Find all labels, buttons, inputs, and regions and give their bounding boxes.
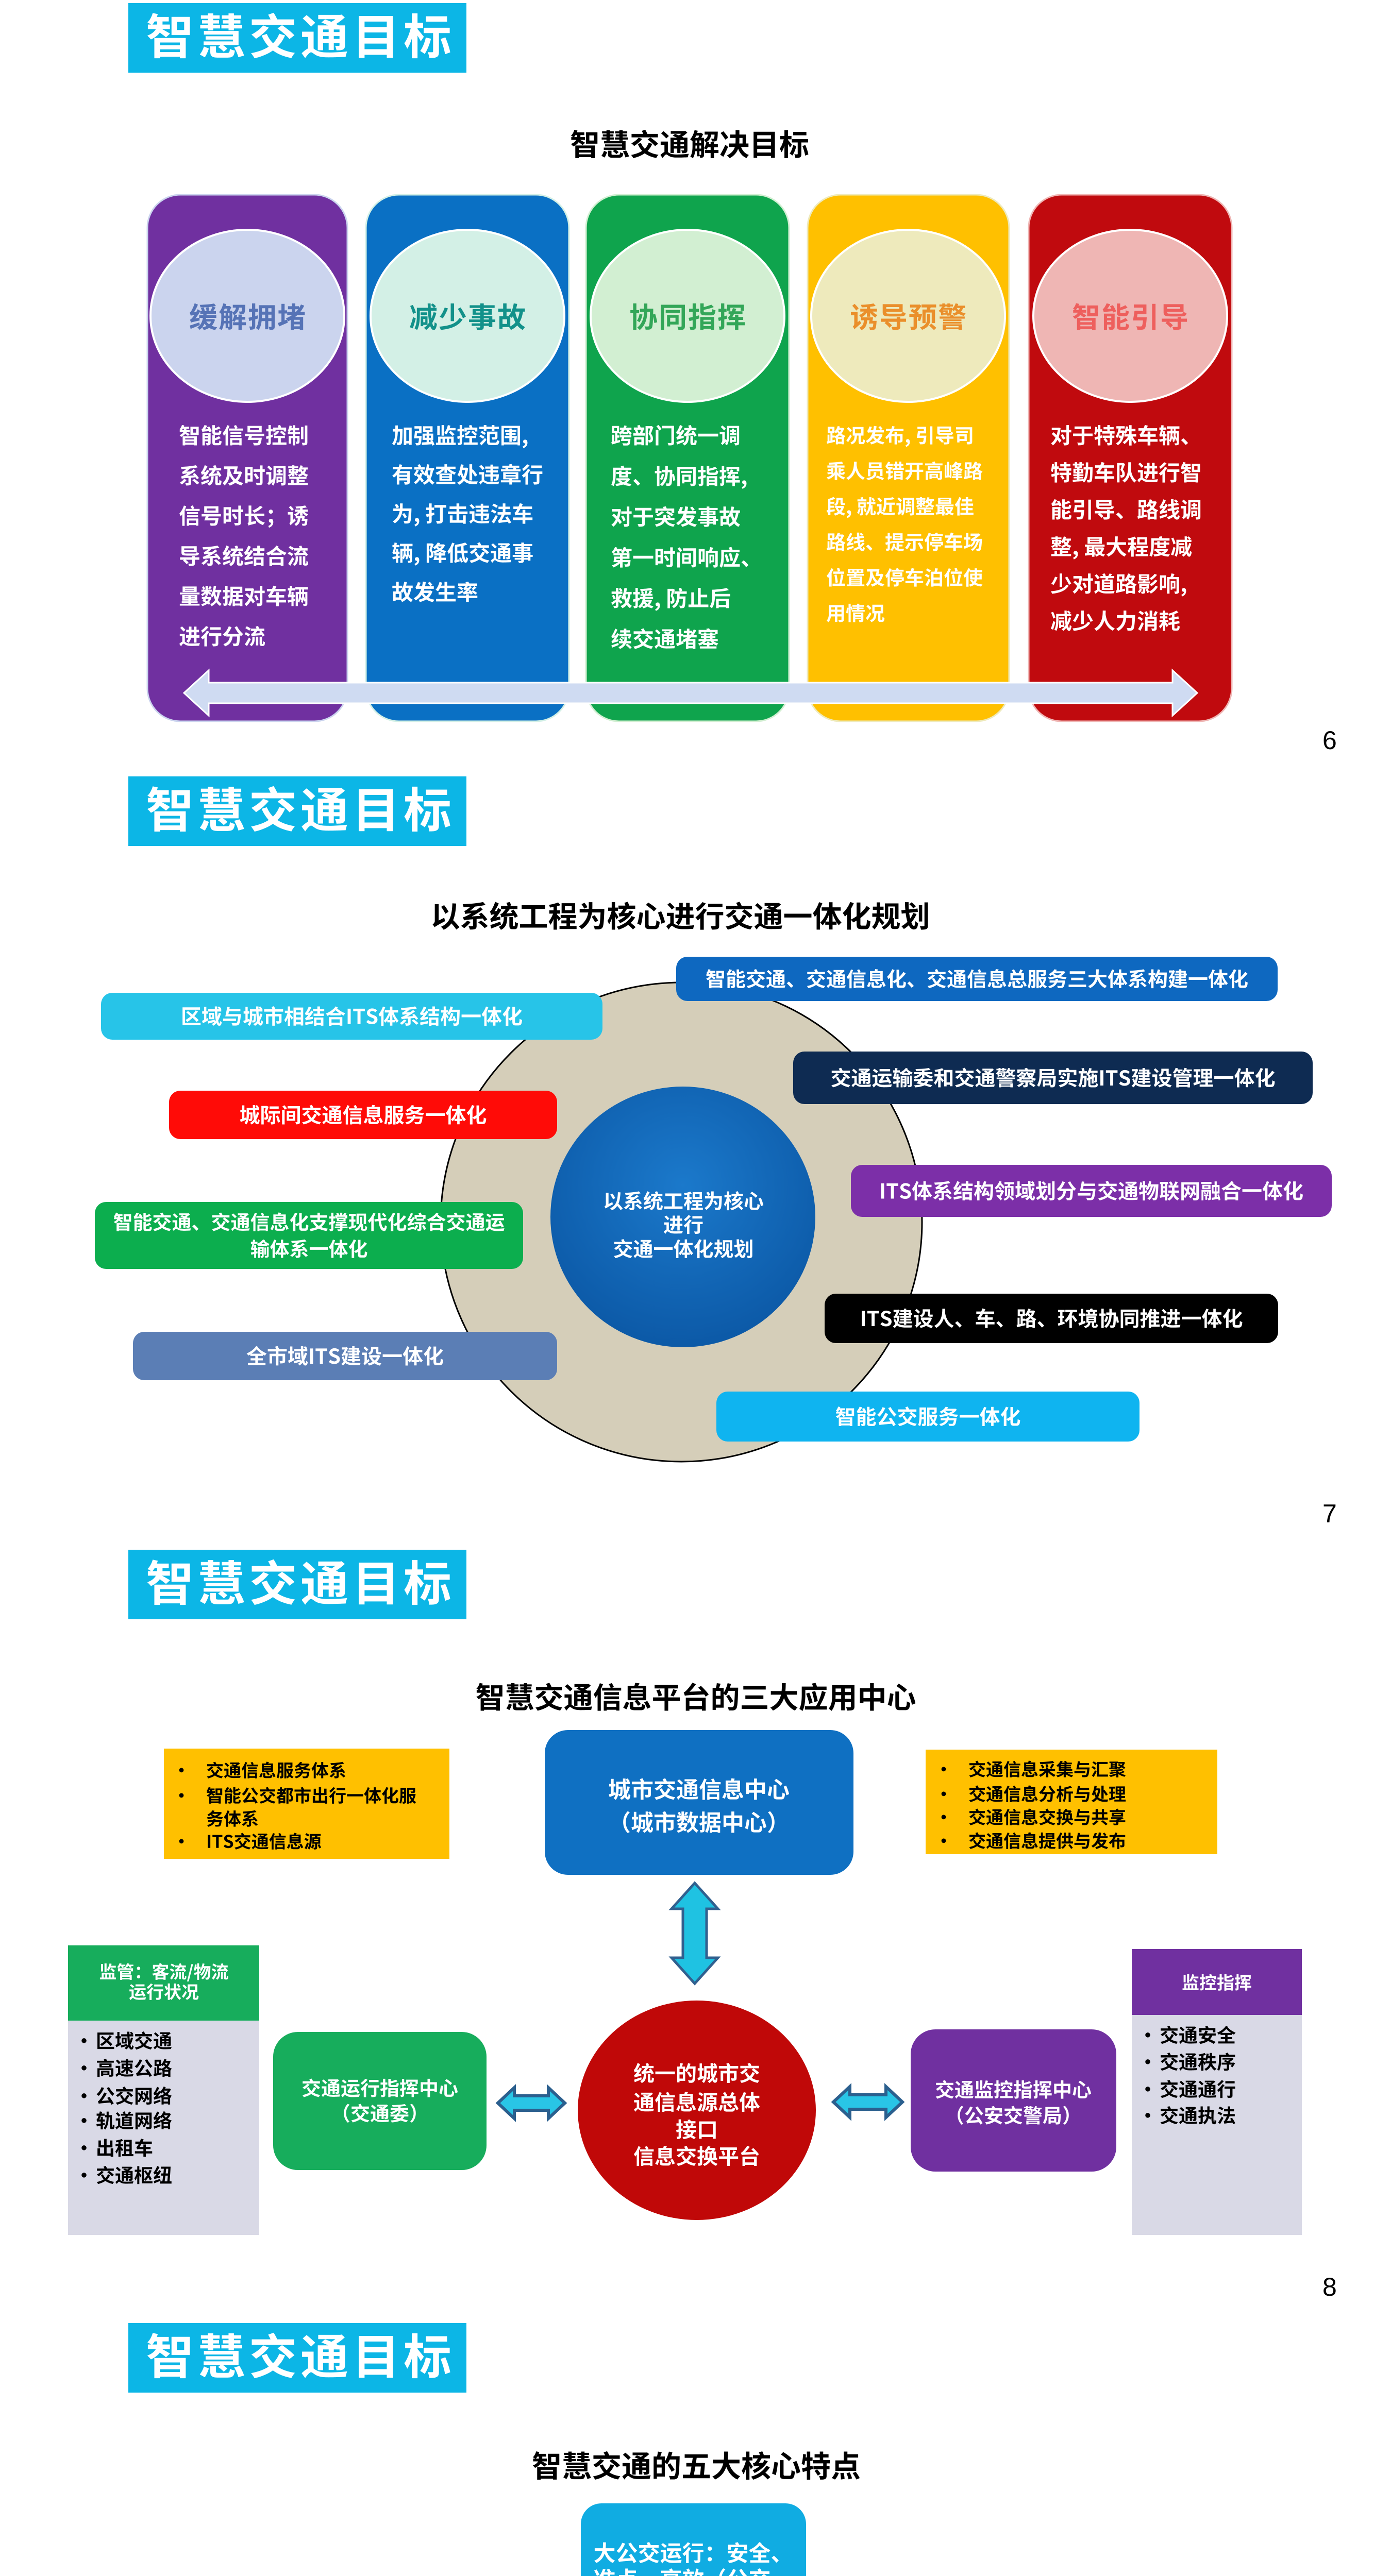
svg-text:8: 8: [1322, 2273, 1337, 2301]
svg-text:6: 6: [1322, 726, 1337, 755]
svg-text:7: 7: [1322, 1499, 1337, 1528]
